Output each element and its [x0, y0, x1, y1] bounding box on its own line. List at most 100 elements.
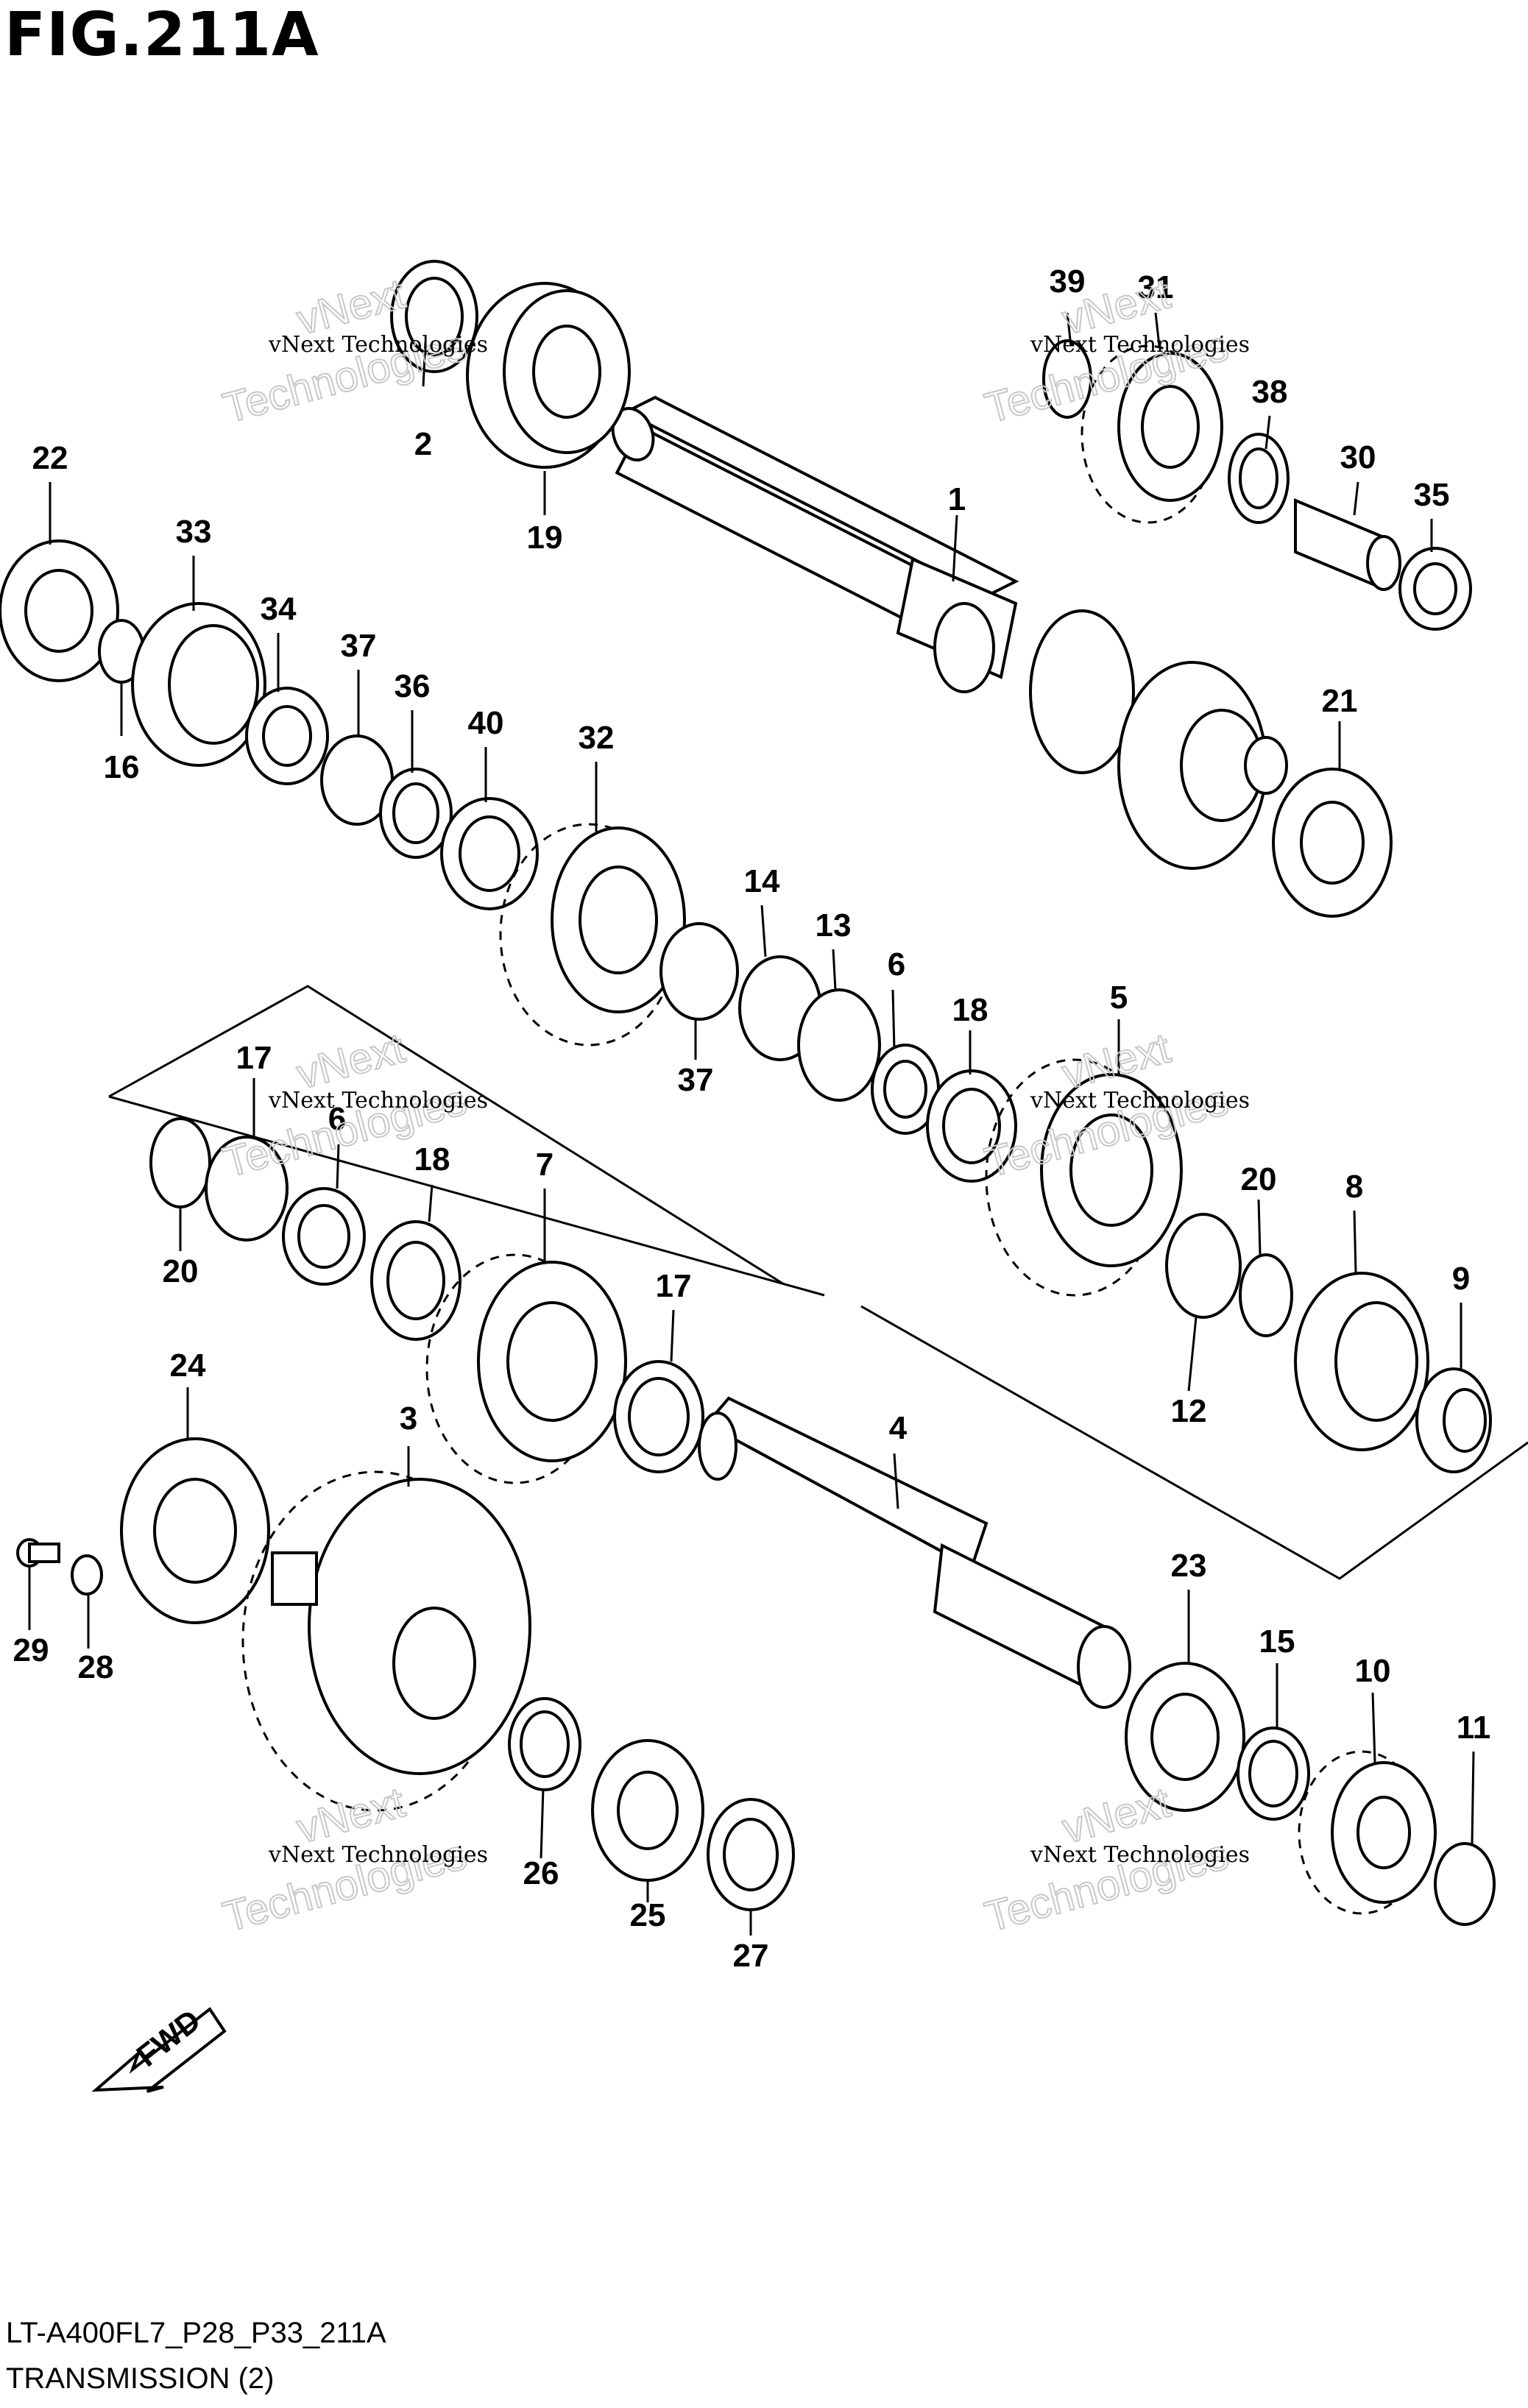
part-2-oil-seal — [390, 260, 478, 373]
callout-6a: 6 — [888, 946, 905, 982]
part-37-washer-lower — [659, 922, 739, 1021]
callout-17b: 17 — [656, 1268, 692, 1304]
svg-text:vNext Technologies: vNext Technologies — [268, 332, 488, 358]
model-code: LT-A400FL7_P28_P33_211A — [6, 2317, 386, 2349]
part-4-driveshaft — [698, 1396, 1131, 1709]
part-13-lock-washer — [797, 988, 881, 1102]
part-15-washer — [1237, 1727, 1310, 1821]
fwd-arrow-icon: FWD — [91, 2002, 227, 2093]
callout-32: 32 — [579, 720, 615, 756]
callout-7: 7 — [536, 1147, 553, 1183]
part-11-circlip — [1434, 1842, 1496, 1926]
part-20-circlip-left — [149, 1117, 211, 1208]
callout-40: 40 — [468, 705, 504, 741]
part-10-gear — [1298, 1750, 1437, 1915]
callout-labels: 1 2 3 4 5 6 6 7 8 9 10 11 12 13 14 15 16… — [13, 263, 1491, 1974]
section-name: TRANSMISSION (2) — [6, 2362, 275, 2395]
part-18-needle-bearing-lower — [370, 1220, 461, 1341]
part-31-gear — [1080, 344, 1223, 524]
callout-22: 22 — [32, 440, 68, 476]
callout-28: 28 — [78, 1649, 114, 1685]
callout-16: 16 — [104, 749, 140, 785]
part-12-washer — [1165, 1213, 1242, 1319]
callout-9: 9 — [1452, 1261, 1470, 1297]
callout-2: 2 — [414, 426, 432, 462]
part-19-bearing — [466, 282, 631, 469]
callout-24: 24 — [170, 1348, 206, 1384]
part-28-plate — [71, 1554, 103, 1596]
part-18-needle-bearing-upper — [926, 1069, 1017, 1183]
part-22-bearing — [0, 539, 119, 682]
callout-20a: 20 — [1241, 1161, 1277, 1197]
part-26-washer — [508, 1697, 581, 1791]
callout-5: 5 — [1110, 980, 1128, 1016]
callout-33: 33 — [176, 514, 212, 550]
part-1-gear-teeth — [1029, 609, 1288, 870]
part-36-bushing — [379, 768, 453, 859]
callout-26: 26 — [523, 1855, 559, 1891]
callout-1: 1 — [948, 481, 966, 517]
callout-18b: 18 — [414, 1141, 450, 1178]
svg-text:vNext Technologies: vNext Technologies — [1030, 1842, 1250, 1868]
callout-37a: 37 — [341, 628, 377, 664]
callout-4: 4 — [889, 1410, 908, 1446]
part-6-bushing-upper — [871, 1044, 940, 1135]
leader-lines — [28, 312, 1475, 1936]
callout-14: 14 — [744, 863, 780, 899]
callout-6b: 6 — [328, 1101, 346, 1137]
part-6-bushing-lower — [282, 1187, 366, 1286]
part-33-gear — [131, 602, 266, 767]
part-32-gear — [499, 823, 686, 1047]
callout-30: 30 — [1340, 439, 1376, 475]
frame-line-mid — [108, 1095, 825, 1297]
callout-8: 8 — [1345, 1169, 1363, 1205]
callout-27: 27 — [733, 1938, 769, 1974]
watermark-bottom-left: vNext Technologies vNext Technologies — [218, 1777, 488, 1941]
callout-36: 36 — [395, 668, 431, 704]
svg-text:vNext Technologies: vNext Technologies — [268, 1088, 488, 1113]
part-5-gear — [985, 1058, 1183, 1297]
part-23-bearing — [1125, 1662, 1245, 1812]
callout-17a: 17 — [236, 1040, 272, 1076]
callout-31: 31 — [1138, 269, 1174, 305]
callout-35: 35 — [1414, 477, 1450, 513]
part-30-spacer — [1294, 498, 1401, 591]
callout-29: 29 — [13, 1632, 49, 1668]
svg-text:vNext Technologies: vNext Technologies — [1030, 1088, 1250, 1113]
callout-37b: 37 — [678, 1062, 714, 1098]
callout-15: 15 — [1259, 1623, 1295, 1660]
svg-text:vNext Technologies: vNext Technologies — [268, 1842, 488, 1868]
callout-25: 25 — [630, 1897, 666, 1933]
callout-34: 34 — [261, 591, 297, 627]
callout-12: 12 — [1171, 1393, 1207, 1429]
part-24-bearing — [120, 1437, 270, 1624]
part-29-bolt — [16, 1538, 60, 1568]
part-21-bearing — [1272, 768, 1393, 918]
part-3-gear — [241, 1470, 531, 1812]
callout-38: 38 — [1252, 374, 1288, 410]
svg-text:vNext Technologies: vNext Technologies — [1030, 332, 1250, 358]
figure-title: FIG.211A — [4, 0, 319, 70]
callout-23: 23 — [1171, 1548, 1207, 1584]
part-34-needle-bearing — [245, 687, 329, 785]
callout-19: 19 — [527, 520, 563, 556]
callout-21: 21 — [1322, 683, 1358, 719]
part-17-washer-upper — [205, 1136, 289, 1242]
callout-10: 10 — [1355, 1653, 1391, 1689]
frame-line-top — [108, 985, 785, 1286]
callout-13: 13 — [816, 907, 852, 943]
callout-20b: 20 — [163, 1253, 199, 1289]
part-38-needle-bearing — [1228, 433, 1290, 524]
callout-3: 3 — [400, 1400, 417, 1437]
callout-39: 39 — [1050, 263, 1086, 300]
part-8-shift-gear — [1294, 1272, 1429, 1451]
callout-11: 11 — [1457, 1710, 1491, 1746]
part-7-gear — [425, 1253, 627, 1484]
part-27-oil-seal — [707, 1798, 795, 1911]
part-1-shaft — [611, 395, 1019, 693]
frame-line-right — [860, 1305, 1528, 1580]
part-9-splined-bushing — [1415, 1367, 1492, 1473]
part-40-needle-bearing — [440, 797, 539, 910]
part-17-washer-lower — [613, 1360, 704, 1473]
